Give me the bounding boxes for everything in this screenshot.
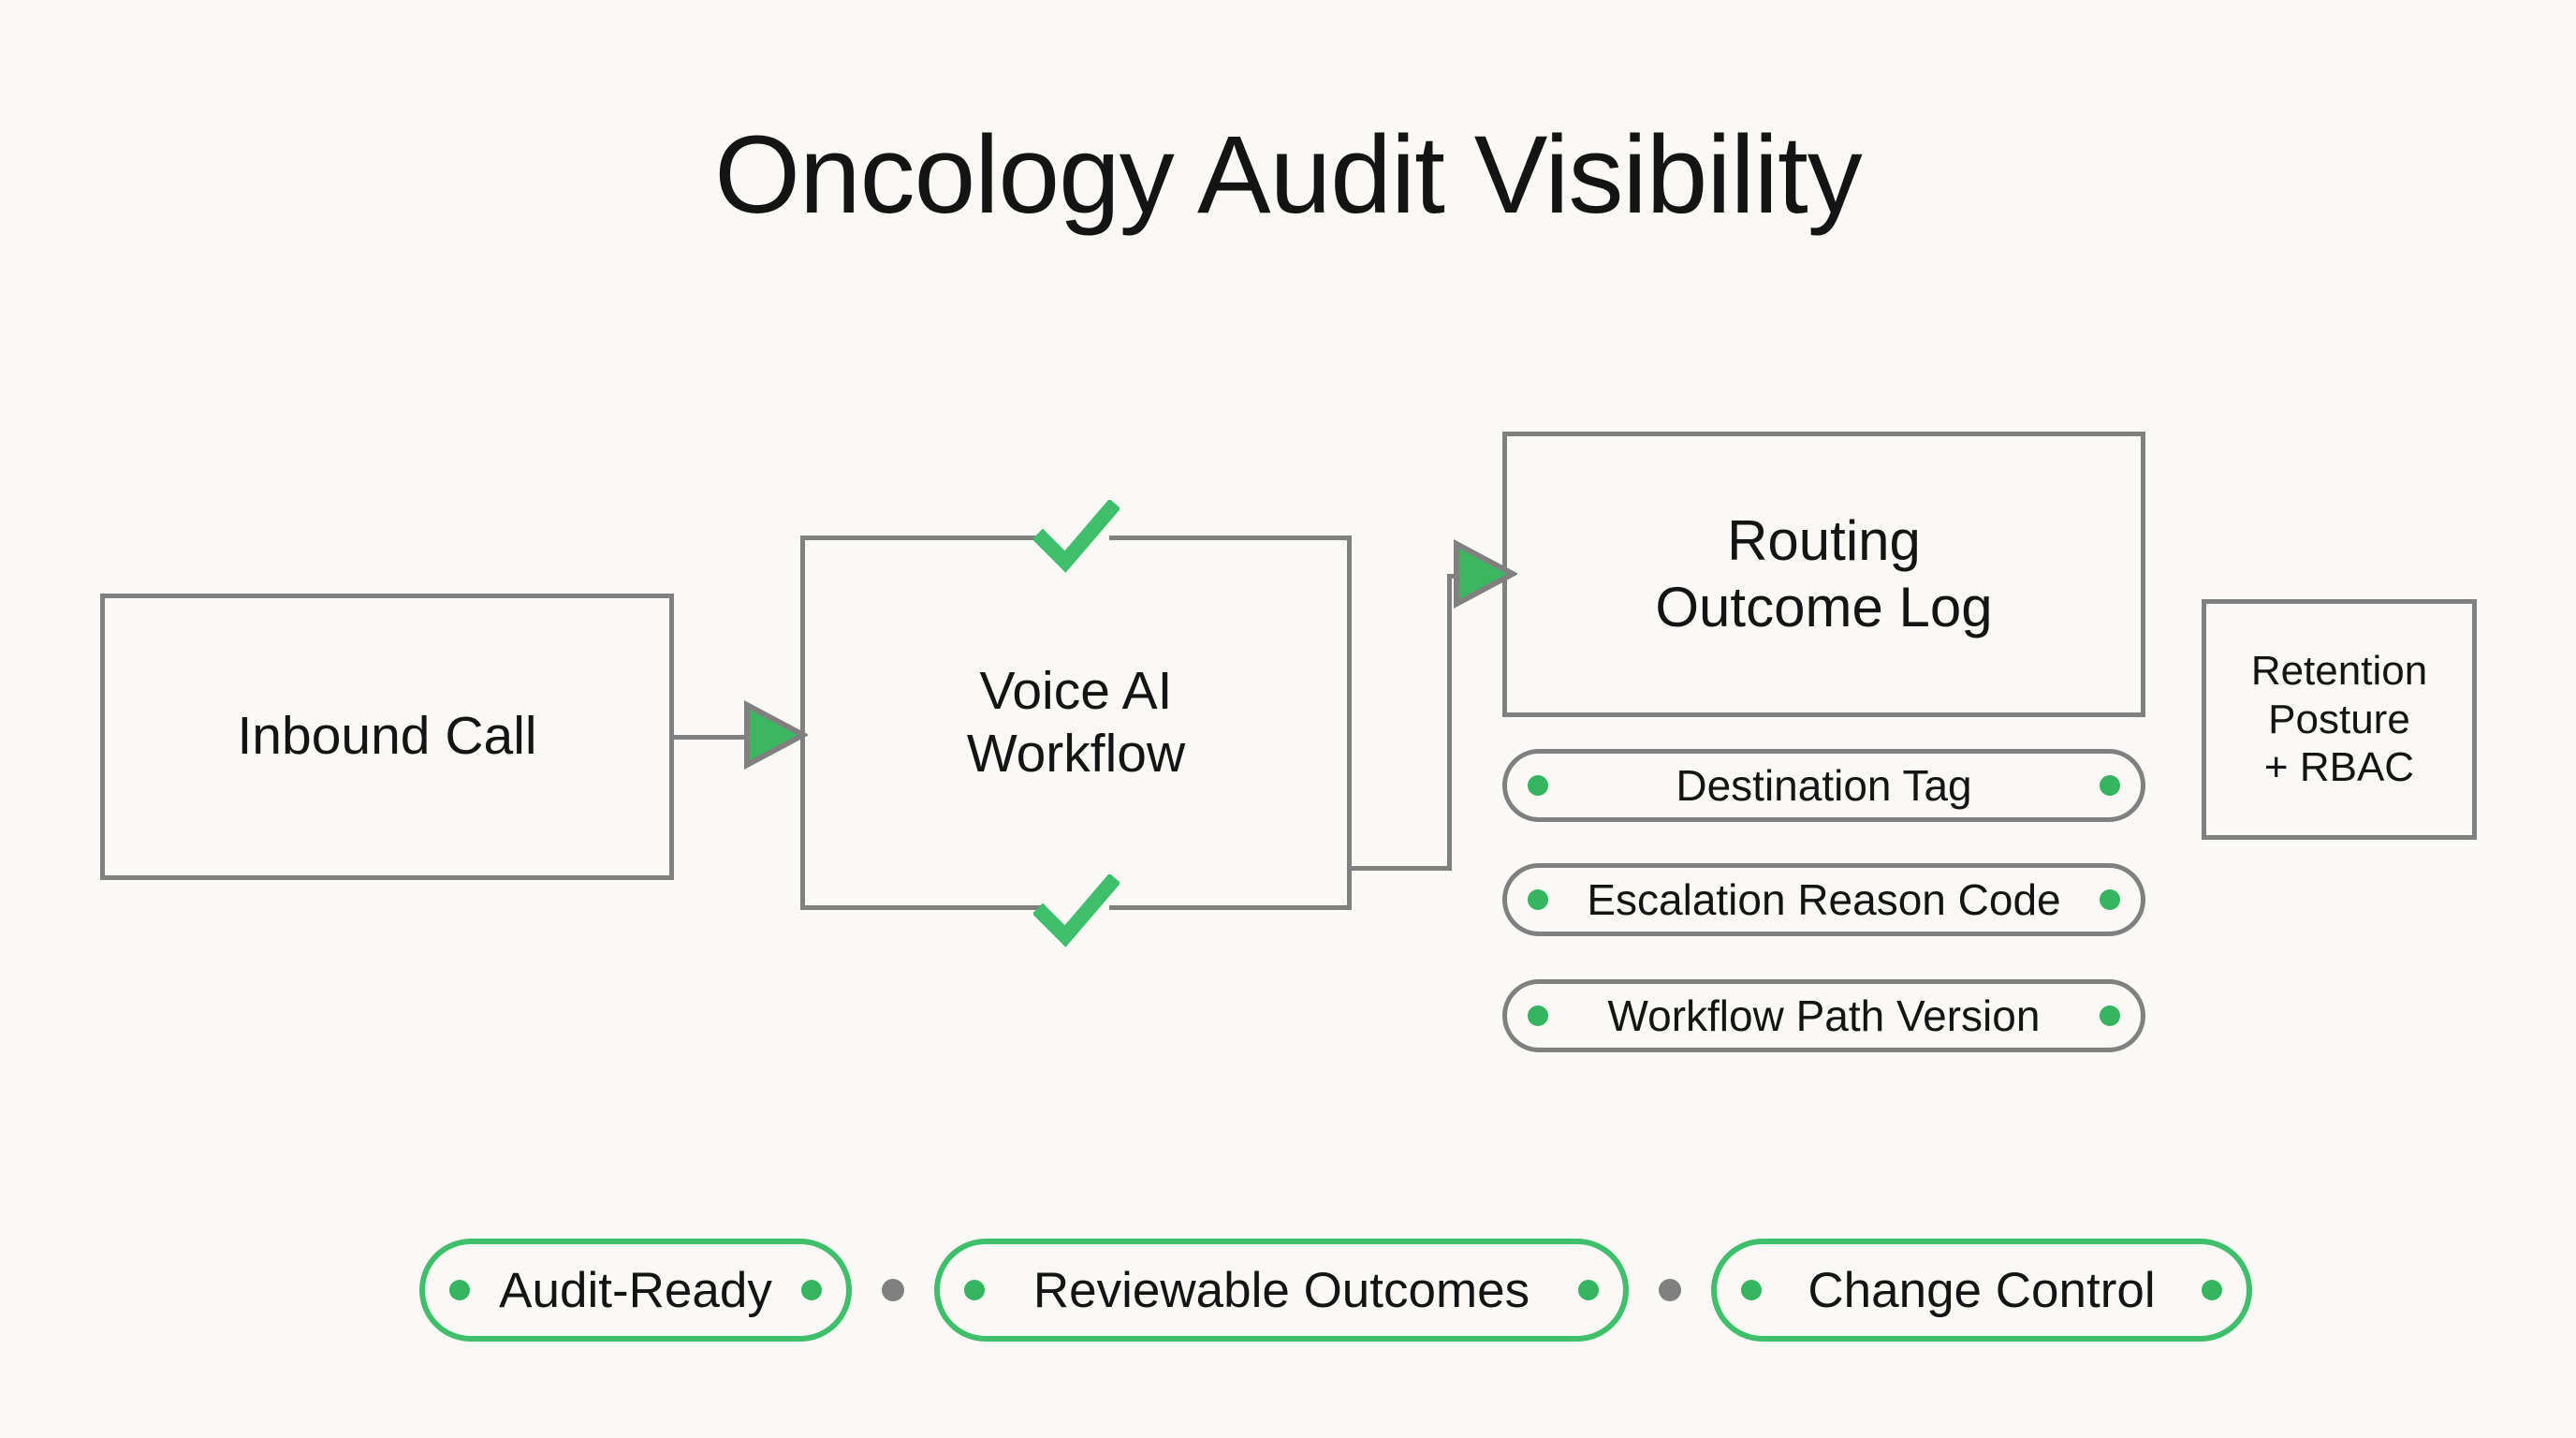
pill-workflow-path-version[interactable]: Workflow Path Version bbox=[1502, 979, 2145, 1052]
status-dot-right bbox=[2100, 1005, 2120, 1026]
node-retention-line-2: Posture bbox=[2268, 696, 2410, 742]
pill-reviewable-outcomes-label: Reviewable Outcomes bbox=[1032, 1262, 1530, 1318]
status-dot-left bbox=[449, 1280, 470, 1300]
pill-destination-tag[interactable]: Destination Tag bbox=[1502, 749, 2145, 822]
node-voice-line-2: Workflow bbox=[966, 724, 1186, 784]
pill-change-control[interactable]: Change Control bbox=[1711, 1239, 2252, 1342]
node-routing-outcome-log-label: Routing Outcome Log bbox=[1655, 508, 1992, 641]
node-retention-posture-rbac-label: Retention Posture + RBAC bbox=[2251, 647, 2427, 793]
node-routing-line-2: Outcome Log bbox=[1655, 575, 1993, 638]
status-dot-right bbox=[2202, 1280, 2222, 1300]
pill-escalation-reason-code[interactable]: Escalation Reason Code bbox=[1502, 863, 2145, 936]
status-dot-left bbox=[1741, 1280, 1762, 1300]
status-dot-right bbox=[2100, 889, 2120, 910]
node-inbound-call-label: Inbound Call bbox=[237, 706, 537, 767]
status-dot-left bbox=[1528, 775, 1548, 796]
node-retention-line-1: Retention bbox=[2250, 647, 2428, 694]
pill-workflow-path-version-label: Workflow Path Version bbox=[1607, 991, 2041, 1040]
node-voice-ai-workflow[interactable]: Voice AI Workflow bbox=[800, 536, 1352, 910]
connector-voice-to-routing-segment-out bbox=[1352, 866, 1452, 871]
node-retention-line-3: + RBAC bbox=[2263, 744, 2415, 791]
status-dot-right bbox=[801, 1280, 822, 1300]
node-voice-ai-workflow-label: Voice AI Workflow bbox=[967, 660, 1185, 786]
node-routing-line-1: Routing bbox=[1727, 508, 1921, 572]
arrowhead-right-icon bbox=[1454, 539, 1517, 609]
green-check-icon bbox=[1033, 500, 1120, 573]
node-inbound-call[interactable]: Inbound Call bbox=[100, 594, 674, 880]
pill-change-control-label: Change Control bbox=[1808, 1262, 2156, 1318]
status-dot-right bbox=[2100, 775, 2120, 796]
pill-reviewable-outcomes[interactable]: Reviewable Outcomes bbox=[934, 1239, 1629, 1342]
pill-escalation-reason-code-label: Escalation Reason Code bbox=[1587, 875, 2061, 924]
node-retention-posture-rbac[interactable]: Retention Posture + RBAC bbox=[2202, 599, 2477, 840]
pill-audit-ready[interactable]: Audit-Ready bbox=[419, 1239, 852, 1342]
arrowhead-right-icon bbox=[744, 700, 808, 770]
node-voice-line-1: Voice AI bbox=[979, 660, 1173, 721]
footer-separator-dot bbox=[1659, 1279, 1681, 1301]
node-routing-outcome-log[interactable]: Routing Outcome Log bbox=[1502, 432, 2145, 717]
green-check-icon bbox=[1033, 874, 1120, 947]
page-title: Oncology Audit Visibility bbox=[714, 113, 1863, 237]
status-dot-left bbox=[964, 1280, 985, 1300]
connector-voice-to-routing-segment-up bbox=[1447, 574, 1452, 871]
pill-audit-ready-label: Audit-Ready bbox=[499, 1262, 772, 1318]
connector-inbound-to-voice bbox=[674, 735, 768, 740]
status-dot-left bbox=[1528, 1005, 1548, 1026]
footer-separator-dot bbox=[882, 1279, 904, 1301]
pill-destination-tag-label: Destination Tag bbox=[1676, 761, 1972, 810]
status-dot-left bbox=[1528, 889, 1548, 910]
status-dot-right bbox=[1578, 1280, 1599, 1300]
